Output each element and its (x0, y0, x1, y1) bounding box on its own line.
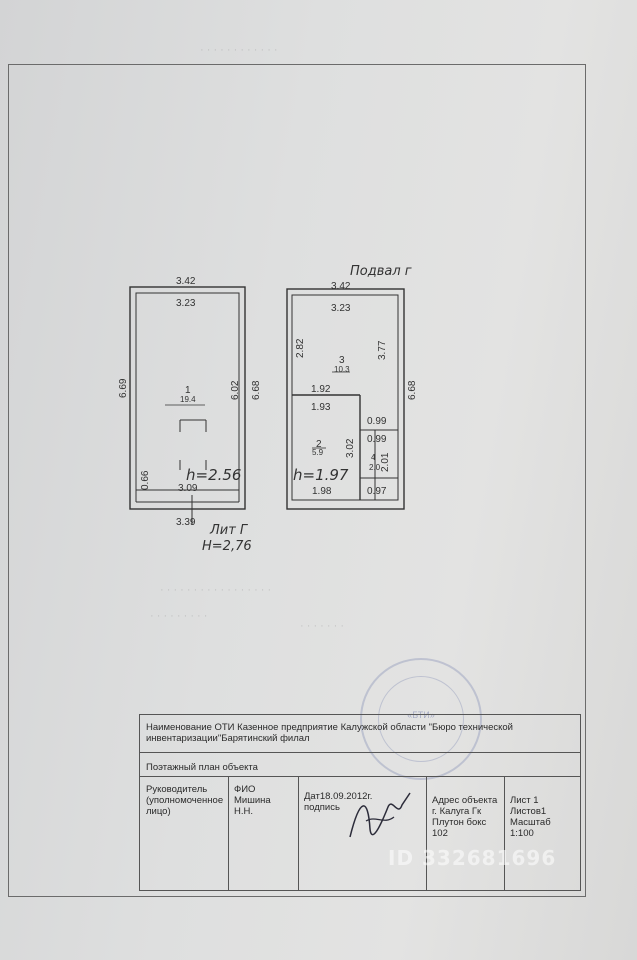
official-seal: «БТИ» (360, 658, 482, 780)
row-line-2 (140, 776, 580, 777)
room2-number: 2 (316, 439, 322, 450)
room2-area: 5.9 (312, 448, 324, 457)
plan-type: Поэтажный план объекта (146, 762, 258, 773)
step-depth: 0.66 (140, 470, 151, 490)
room3-number: 3 (339, 355, 345, 366)
total-height: H=2,76 (202, 539, 252, 554)
left-outer-width: 3.42 (176, 276, 196, 287)
date-label: Дат18.09.2012г. подпись (304, 791, 373, 813)
right-outer-wall (286, 288, 405, 510)
room4-area: 2.0 (369, 463, 381, 472)
room1-area: 19.4 (180, 395, 196, 404)
org-label: Наименование ОТИ Казенное предприятие Ка… (146, 722, 513, 744)
seal-inner-ring (378, 676, 464, 762)
left-bottom-inner: 3.09 (178, 483, 198, 494)
col-line-3 (426, 776, 427, 890)
right-right-upper: 3.77 (377, 340, 388, 360)
basement-title: Подвал г (350, 264, 412, 279)
right-inner-wall (291, 294, 399, 501)
drawing-frame (8, 64, 586, 897)
wall-a: 1.92 (311, 384, 331, 395)
seal-text: «БТИ» (407, 710, 435, 720)
right-outer-length: 6.68 (407, 380, 418, 400)
col-line-4 (504, 776, 505, 890)
left-right-length: 6.68 (251, 380, 262, 400)
right-inner-width: 3.23 (331, 303, 351, 314)
right-bottom-left: 1.98 (312, 486, 332, 497)
right-height: h=1.97 (293, 466, 349, 484)
head-label: Руководитель (уполномоченное лицо) (146, 784, 224, 817)
faded-text-2: · · · · · · · · · (150, 610, 208, 622)
left-outer-wall (129, 286, 246, 510)
room4-number: 4 (371, 453, 376, 462)
lit-label: Лит Г (209, 523, 249, 538)
right-bottom-right: 0.97 (367, 486, 387, 497)
left-inner-wall (135, 292, 240, 491)
faded-text-3: · · · · · · · (300, 620, 344, 632)
faded-header-text: · · · · · · · · · · · · (200, 44, 278, 56)
room3-area: 10.3 (334, 365, 350, 374)
left-plan (129, 286, 246, 525)
signature (349, 792, 411, 838)
left-height: h=2.56 (186, 466, 241, 484)
fio-label: ФИО Мишина Н.Н. (234, 784, 271, 817)
left-bottom-outer: 3.39 (176, 517, 196, 528)
left-inner-length: 6.02 (230, 380, 241, 400)
room4-dim: 2.01 (380, 452, 391, 472)
right-plan (286, 288, 405, 510)
address-label: Адрес объекта г. Калуга Гк Плутон бокс 1… (432, 795, 498, 839)
row-line-1 (140, 752, 580, 753)
right-outer-width: 3.42 (331, 281, 351, 292)
listing-id-watermark: ID 332681696 (388, 846, 557, 870)
wall-b: 1.93 (311, 402, 331, 413)
sheet-label: Лист 1 Листов1 Масштаб 1:100 (510, 795, 551, 839)
niche-mid: 0.99 (367, 434, 387, 445)
right-left-upper: 2.82 (295, 338, 306, 358)
col-line-1 (228, 776, 229, 890)
left-inner-width: 3.23 (176, 298, 196, 309)
title-block: Наименование ОТИ Казенное предприятие Ка… (139, 714, 581, 891)
niche-top: 0.99 (367, 416, 387, 427)
col-line-2 (298, 776, 299, 890)
room2-height-dim: 3.02 (345, 438, 356, 458)
room1-number: 1 (185, 385, 191, 396)
faded-text-1: · · · · · · · · · · · · · · · · · (160, 584, 272, 596)
left-outer-length: 6.69 (118, 378, 129, 398)
